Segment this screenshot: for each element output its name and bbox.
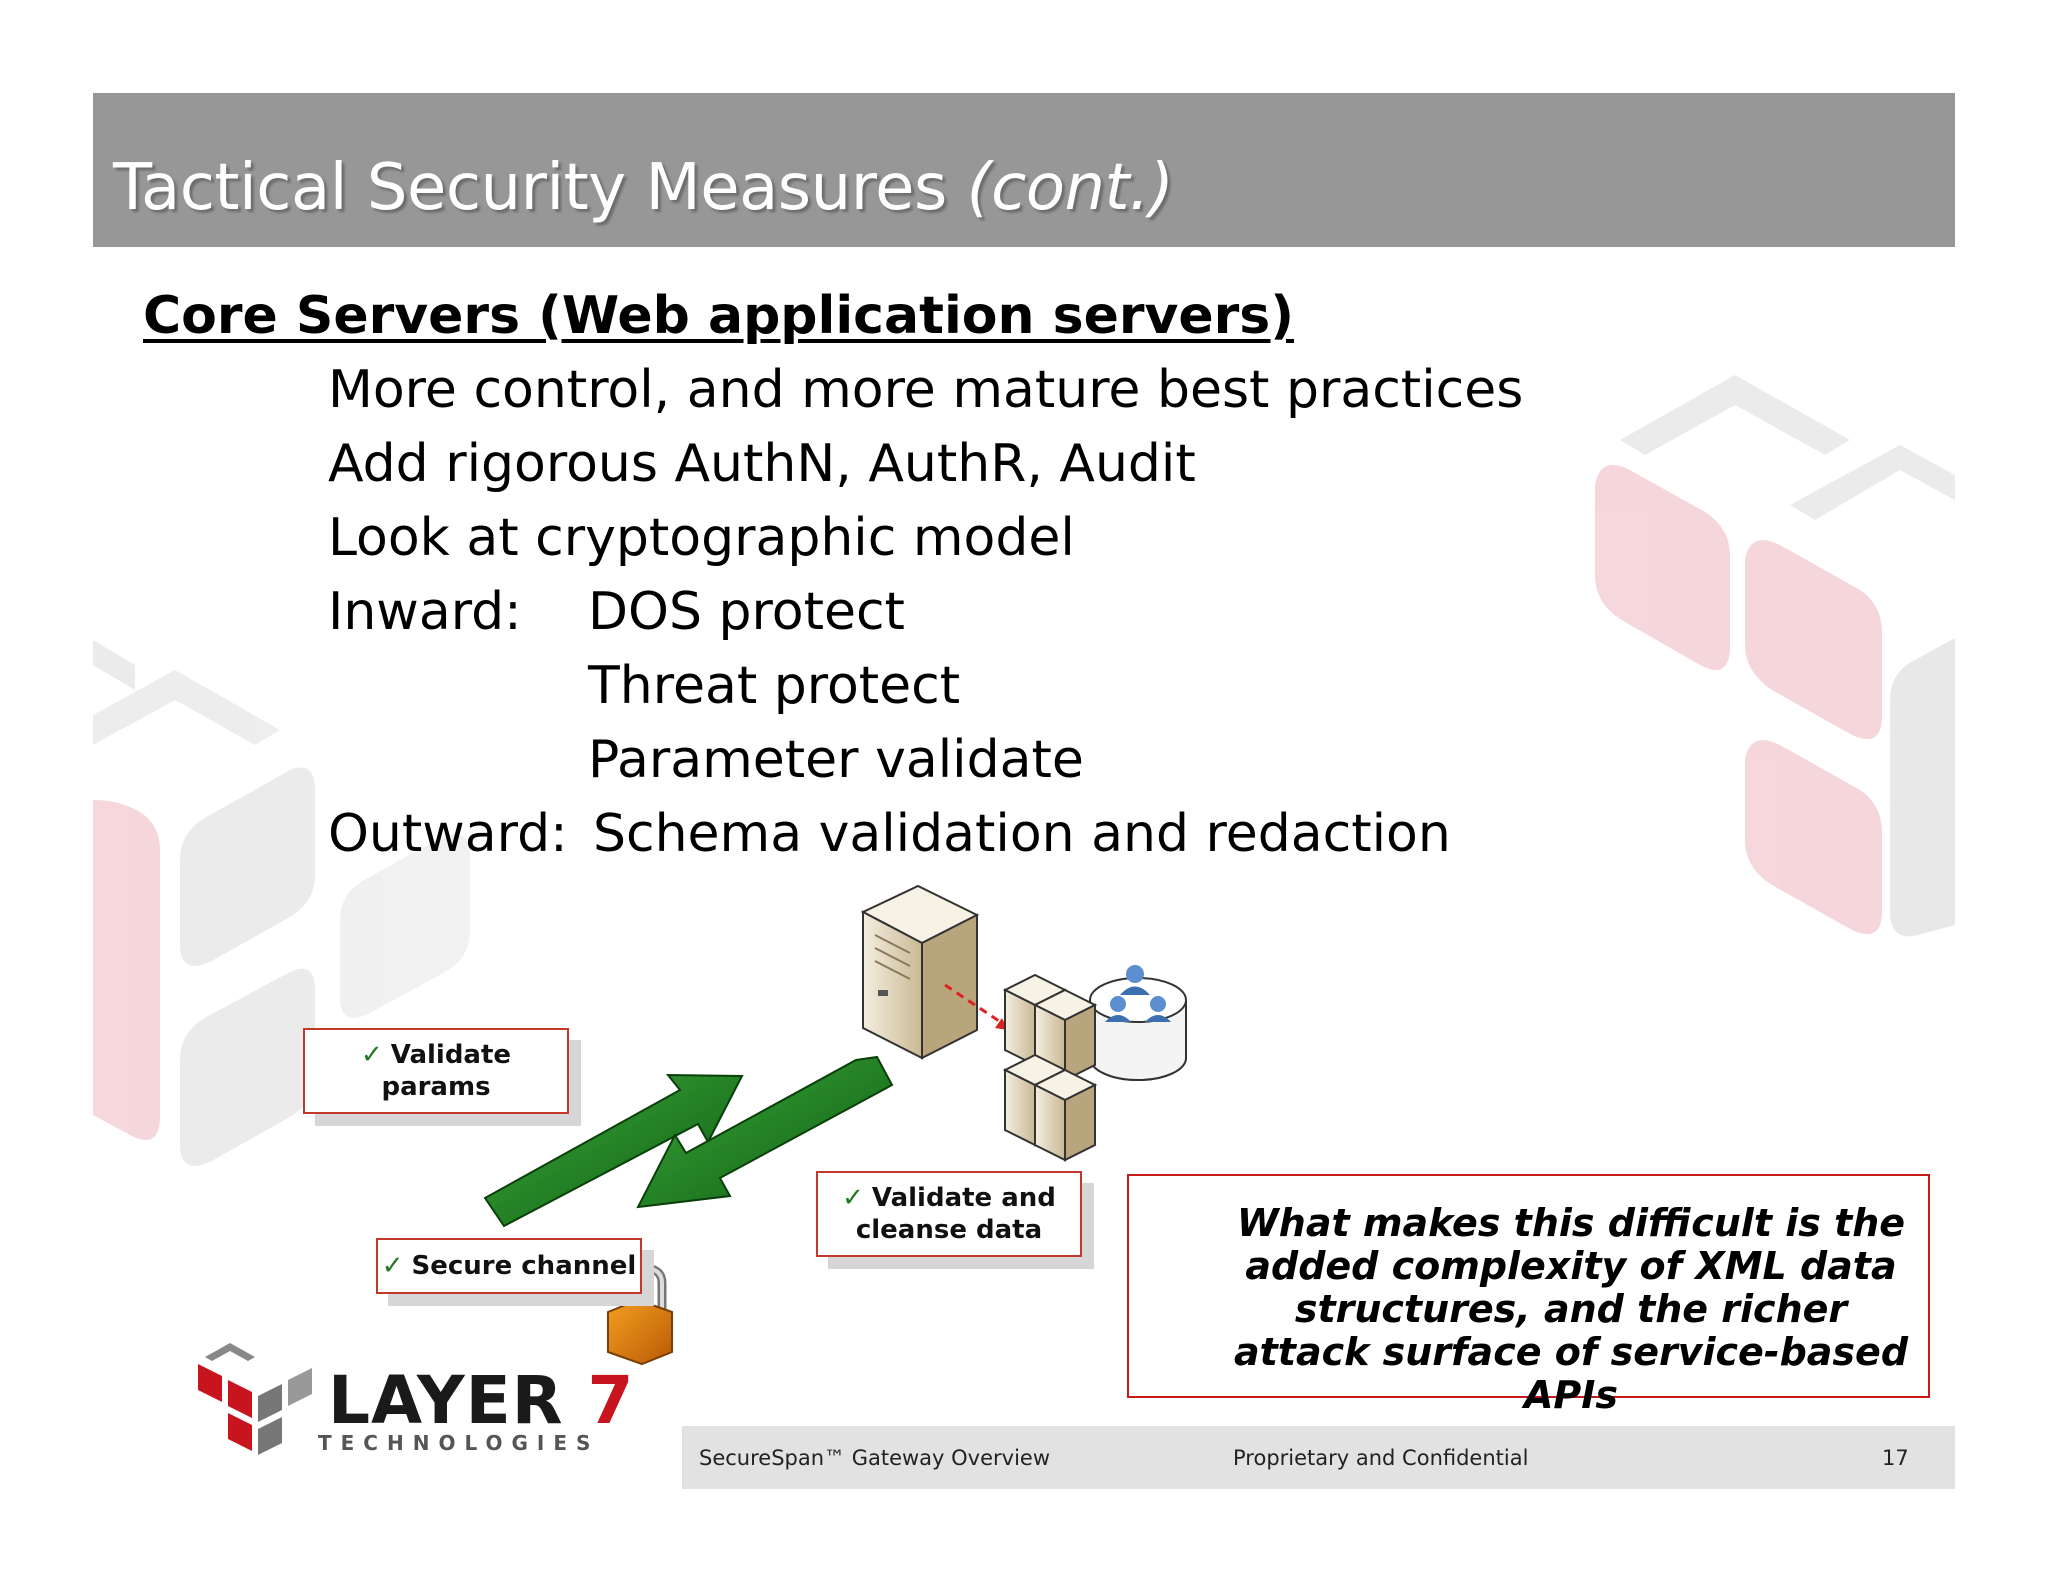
database-users-icon — [1089, 965, 1187, 1081]
layer7-logo-icon — [198, 1343, 312, 1455]
callout-text: Secure channel — [411, 1251, 637, 1281]
callout-text: Validate and — [871, 1183, 1056, 1213]
slide-title: Tactical Security Measures (cont.) — [113, 151, 1174, 225]
page-number: 17 — [1882, 1446, 1909, 1470]
server-icon — [860, 884, 980, 1060]
note-box: What makes this difficult is the added c… — [1127, 1174, 1930, 1417]
arrow-down-left-icon — [636, 1055, 894, 1209]
slide-title-suffix: (cont.) — [966, 151, 1174, 225]
slide-title-main: Tactical Security Measures — [113, 151, 947, 225]
arrow-up-right-icon — [483, 1073, 744, 1228]
callout-text: cleanse data — [855, 1215, 1043, 1245]
bullet-line: Add rigorous AuthN, AuthR, Audit — [328, 434, 1196, 494]
checkmark-icon: ✓ — [381, 1251, 404, 1281]
logo-wordmark: LAYER 7 — [328, 1362, 634, 1439]
footer-confidential: Proprietary and Confidential — [1233, 1446, 1529, 1470]
secure-channel-callout: ✓Secure channel — [376, 1238, 642, 1294]
connection-line — [944, 983, 1006, 1027]
inward-item: Threat protect — [588, 656, 961, 716]
logo-subtitle: TECHNOLOGIES — [318, 1431, 600, 1455]
note-text: What makes this difficult is the added c… — [1233, 1201, 1909, 1417]
outward-label: Outward: — [328, 804, 568, 864]
bullet-line: Look at cryptographic model — [328, 508, 1075, 568]
title-bar: Tactical Security Measures (cont.) — [93, 93, 1955, 247]
outward-item: Schema validation and redaction — [593, 804, 1451, 864]
section-heading: Core Servers (Web application servers) — [143, 286, 1295, 346]
footer-product: SecureSpan™ Gateway Overview — [699, 1446, 1051, 1470]
validate-params-callout: ✓Validate params — [303, 1028, 569, 1114]
checkmark-icon: ✓ — [842, 1183, 864, 1213]
footer-bar: SecureSpan™ Gateway Overview Proprietary… — [682, 1426, 1955, 1489]
inward-label: Inward: — [328, 582, 522, 642]
logo-number: 7 — [587, 1362, 635, 1439]
validate-cleanse-callout: ✓Validate and cleanse data — [816, 1171, 1082, 1257]
callout-text: params — [381, 1072, 491, 1102]
server-cluster-icon — [1002, 973, 1098, 1162]
inward-item: Parameter validate — [588, 730, 1084, 790]
callout-text: Validate — [390, 1040, 512, 1070]
inward-item: DOS protect — [588, 582, 905, 642]
logo-word: LAYER — [328, 1362, 564, 1439]
bullet-line: More control, and more mature best pract… — [328, 360, 1524, 420]
checkmark-icon: ✓ — [360, 1040, 383, 1070]
